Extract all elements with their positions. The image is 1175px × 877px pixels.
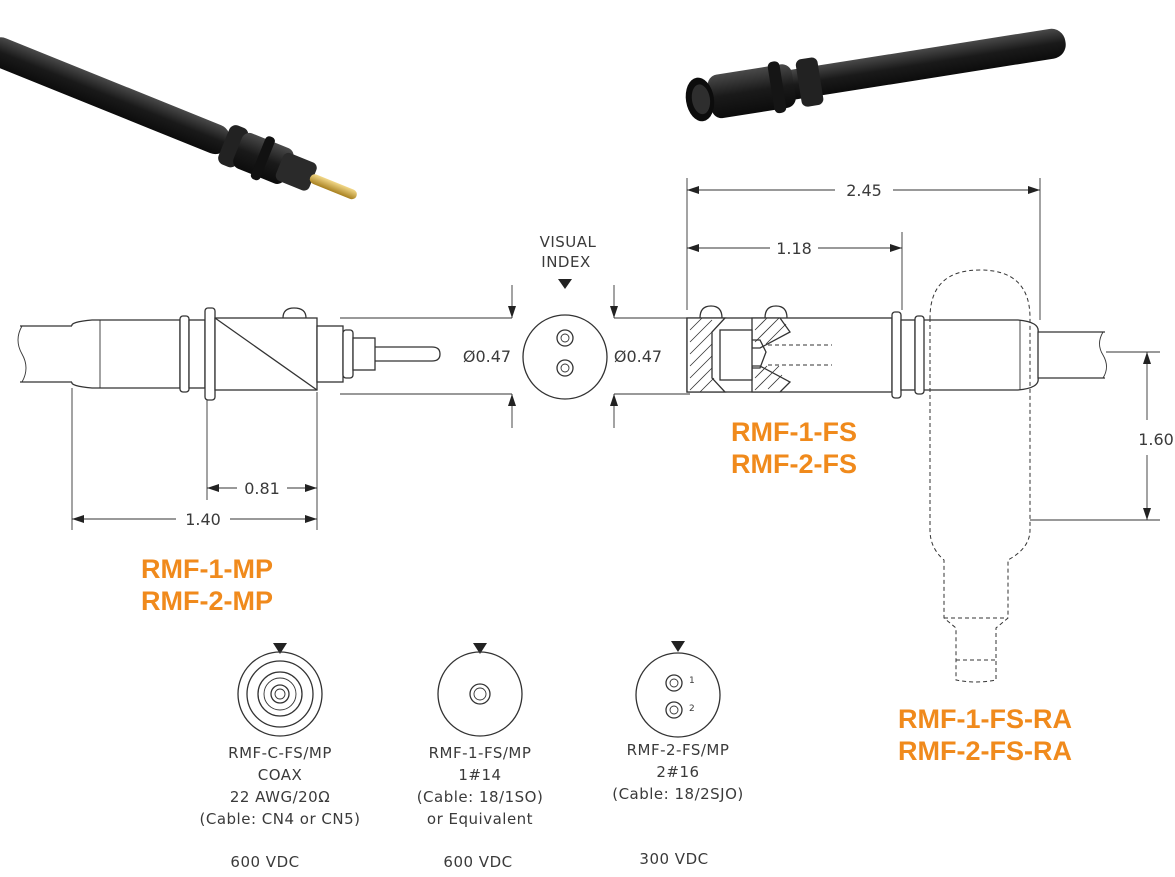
diameter-dimensions: Ø0.47 Ø0.47 <box>340 285 690 428</box>
face-view-coax: RMF-C-FS/MP COAX 22 AWG/20Ω (Cable: CN4 … <box>200 643 361 871</box>
face-caption: (Cable: 18/1SO) <box>417 788 544 806</box>
face-caption: COAX <box>258 766 303 784</box>
dimension-fs-overall: 2.45 <box>686 178 1041 320</box>
face-caption: RMF-2-FS/MP <box>627 741 730 759</box>
pin-label: 1 <box>689 676 695 686</box>
face-caption: (Cable: 18/2SJO) <box>612 785 744 803</box>
female-socket-drawing <box>686 305 1107 399</box>
dimension-mp-overall: 1.40 <box>71 388 317 530</box>
voltage-rating: 600 VDC <box>230 853 299 871</box>
pin-label: 2 <box>689 704 695 714</box>
face-caption: RMF-C-FS/MP <box>228 744 332 762</box>
dimension-1-18: 1.18 <box>776 239 812 258</box>
dimension-dia-right: Ø0.47 <box>614 347 662 366</box>
face-caption: 22 AWG/20Ω <box>230 788 330 806</box>
visual-index-face: VISUAL INDEX <box>522 233 608 400</box>
dimension-dia-left: Ø0.47 <box>463 347 511 366</box>
dimension-mp-short: 0.81 <box>206 392 318 530</box>
dimension-0-81: 0.81 <box>244 479 280 498</box>
face-caption: RMF-1-FS/MP <box>429 744 532 762</box>
index-marker-icon <box>558 279 572 289</box>
face-view-dual: 1 2 RMF-2-FS/MP 2#16 (Cable: 18/2SJO) 30… <box>612 641 744 868</box>
face-view-single: RMF-1-FS/MP 1#14 (Cable: 18/1SO) or Equi… <box>417 643 544 871</box>
male-plug-drawing <box>17 307 441 401</box>
face-caption: 1#14 <box>458 766 501 784</box>
part-number-fs-ra-1: RMF-1-FS-RA <box>898 704 1072 734</box>
face-caption: 2#16 <box>656 763 699 781</box>
dimension-1-60: 1.60 <box>1138 430 1174 449</box>
part-number-fs-ra-2: RMF-2-FS-RA <box>898 736 1072 766</box>
right-angle-outline <box>929 269 1031 683</box>
visual-index-label-1: VISUAL <box>540 233 597 251</box>
face-caption: or Equivalent <box>427 810 533 828</box>
female-socket-render <box>685 28 1066 122</box>
visual-index-label-2: INDEX <box>541 253 590 271</box>
part-number-fs-2: RMF-2-FS <box>731 449 857 479</box>
part-number-mp-2: RMF-2-MP <box>141 586 273 616</box>
face-caption: (Cable: CN4 or CN5) <box>200 810 361 828</box>
voltage-rating: 600 VDC <box>443 853 512 871</box>
voltage-rating: 300 VDC <box>639 850 708 868</box>
dimension-ra-height: 1.60 <box>1030 351 1174 521</box>
male-plug-render <box>0 37 357 200</box>
part-number-fs-1: RMF-1-FS <box>731 417 857 447</box>
dimension-fs-partial: 1.18 <box>687 232 903 310</box>
part-number-mp-1: RMF-1-MP <box>141 554 273 584</box>
dimension-1-40: 1.40 <box>185 510 221 529</box>
dimension-2-45: 2.45 <box>846 181 882 200</box>
